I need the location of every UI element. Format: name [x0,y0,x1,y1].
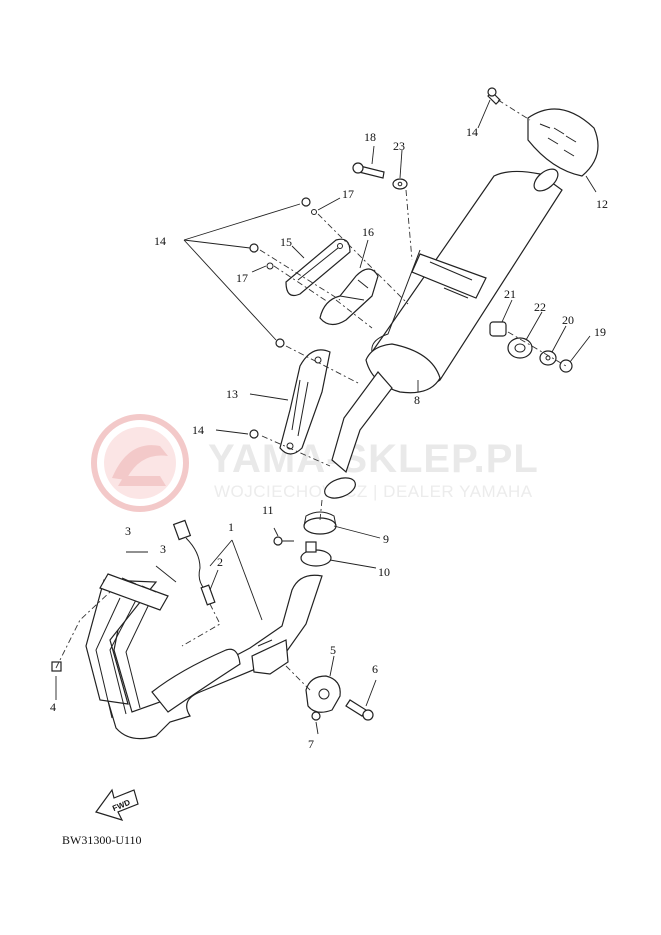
watermark-subtitle: WOJCIECHOWICZ | DEALER YAMAHA [214,482,533,501]
exhaust-pipe-1 [85,573,323,740]
protector-13 [279,349,331,455]
bolt-14-top [487,87,501,105]
callout-7: 7 [308,737,314,751]
link-pipe-end [324,477,356,499]
gasket-9 [303,511,337,535]
callout-3-b: 3 [160,542,166,556]
callout-15: 15 [280,235,292,249]
callout-17-a: 17 [342,187,354,201]
bolt-14-d [249,429,259,439]
callout-14-a: 14 [154,234,166,248]
fwd-arrow-icon: FWD [95,788,139,821]
nut-19 [559,359,573,373]
watermark: YAMA-SKLEP.PL WOJCIECHOWICZ | DEALER YAM… [91,414,539,512]
callout-10: 10 [378,565,390,579]
callout-14-b: 14 [466,125,478,139]
callout-11: 11 [262,503,274,517]
callout-13: 13 [226,387,238,401]
callout-6: 6 [372,662,378,676]
bracket-15 [285,238,351,297]
watermark-logo [91,414,189,512]
callout-23: 23 [393,139,405,153]
washer-23 [392,178,408,190]
bolt-7 [311,711,321,721]
muffler-end-cap [527,108,599,177]
callout-22: 22 [534,300,546,314]
watermark-title: YAMA-SKLEP.PL [208,437,539,481]
callout-16: 16 [362,225,374,239]
callout-2: 2 [217,555,223,569]
clamp-10 [300,541,332,567]
bolt-14-c [275,338,285,348]
leader-lines [55,99,597,735]
stay-5 [305,675,341,713]
callout-17-b: 17 [236,271,248,285]
callout-4: 4 [50,700,56,714]
callouts: 1 2 3 3 4 5 6 7 8 9 10 11 12 13 14 14 14… [50,125,608,751]
callout-12: 12 [596,197,608,211]
callout-21: 21 [504,287,516,301]
bolt-18 [352,162,385,179]
diagram-code: BW31300-U110 [62,833,142,847]
washer-17-b [266,262,274,270]
callout-18: 18 [364,130,376,144]
oxygen-sensor-2 [172,519,216,606]
callout-3-a: 3 [125,524,131,538]
callout-9: 9 [383,532,389,546]
callout-5: 5 [330,643,336,657]
muffler [331,168,563,474]
callout-8: 8 [414,393,420,407]
callout-14-c: 14 [192,423,204,437]
bracket-16 [319,268,379,326]
bolt-14-b [249,243,259,253]
bolt-11 [273,536,294,546]
washer-20 [539,350,557,366]
washer-17-a [311,209,317,215]
bolt-14-a [301,197,311,207]
callout-1: 1 [228,520,234,534]
callout-20: 20 [562,313,574,327]
callout-19: 19 [594,325,606,339]
damper-22 [507,337,533,359]
bolt-6 [345,699,374,721]
assembly-lines [55,99,567,693]
collar-21 [489,321,507,337]
